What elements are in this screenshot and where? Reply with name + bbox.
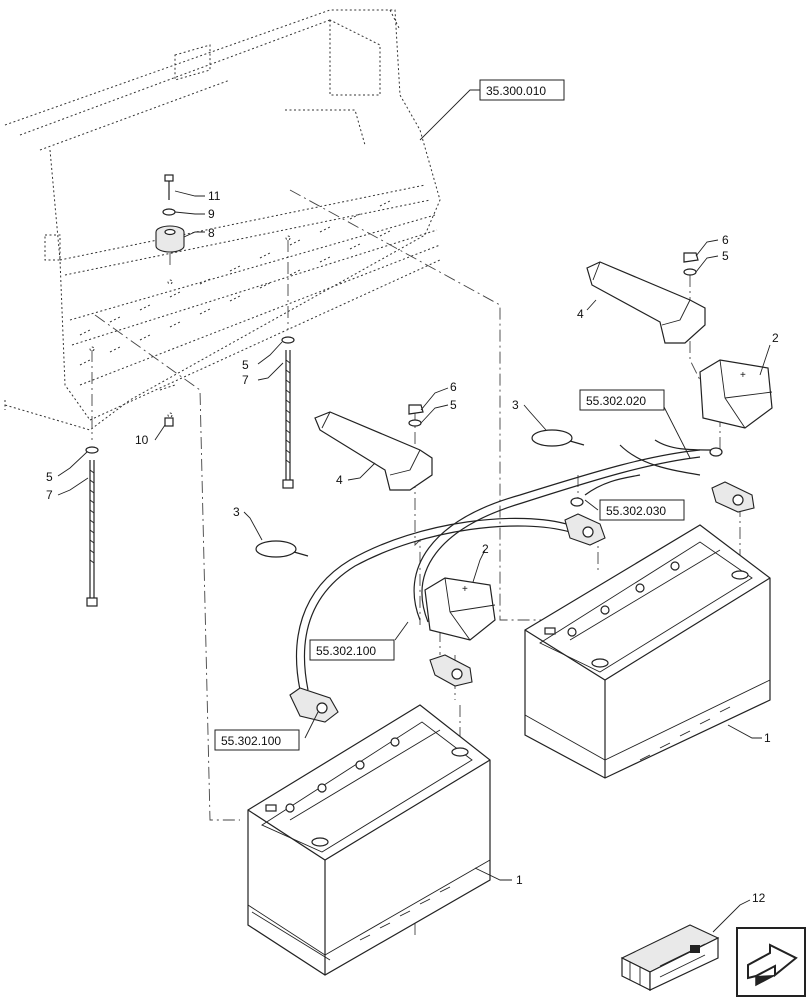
callout-5-rear: 5	[722, 249, 729, 263]
reference-55-302-100-upper[interactable]: 55.302.100	[309, 639, 395, 661]
callout-7-left: 7	[46, 488, 53, 502]
reference-35-300-010[interactable]: 35.300.010	[479, 79, 565, 101]
cable-tie-rear	[531, 429, 585, 447]
callout-7-rod: 7	[242, 373, 249, 387]
battery-front	[247, 704, 491, 976]
svg-text:55.302.100: 55.302.100	[316, 644, 376, 658]
svg-text:55.302.020: 55.302.020	[586, 394, 646, 408]
callout-9: 9	[208, 207, 215, 221]
crate-icon	[620, 924, 720, 991]
callout-10: 10	[135, 433, 149, 447]
terminal-cover-front: +	[424, 577, 496, 641]
callout-12: 12	[752, 891, 766, 905]
reference-55-302-020[interactable]: 55.302.020	[579, 389, 665, 411]
callout-4-rear: 4	[577, 307, 584, 321]
svg-text:+: +	[740, 370, 746, 381]
hold-down-bracket-front	[314, 411, 433, 491]
callout-8: 8	[208, 226, 215, 240]
callout-5-front: 5	[450, 398, 457, 412]
callout-5-rod: 5	[242, 358, 249, 372]
hold-down-bracket-rear	[586, 261, 706, 344]
callout-1-front: 1	[516, 873, 523, 887]
callout-3-rear: 3	[512, 398, 519, 412]
battery-frame-panel	[4, 9, 441, 431]
next-page-arrow-icon[interactable]	[736, 927, 806, 997]
reference-55-302-030[interactable]: 55.302.030	[599, 499, 685, 521]
leader-lines	[57, 89, 771, 933]
callout-5-left: 5	[46, 470, 53, 484]
battery-cables	[295, 439, 713, 691]
callout-numbers: 11 9 8 6 5 4 2 5 7 6 5 3 10 5 7 4 3 2 1 …	[46, 189, 779, 905]
battery-rear	[524, 524, 771, 779]
svg-text:35.300.010: 35.300.010	[486, 84, 546, 98]
callout-11: 11	[208, 189, 221, 203]
callout-1-rear: 1	[764, 731, 771, 745]
svg-text:55.302.100: 55.302.100	[221, 734, 281, 748]
svg-text:+: +	[462, 584, 468, 595]
svg-text:55.302.030: 55.302.030	[606, 504, 666, 518]
callout-6-rear: 6	[722, 233, 729, 247]
reference-55-302-100-lower[interactable]: 55.302.100	[214, 729, 300, 751]
callout-4-front: 4	[336, 473, 343, 487]
callout-2-front: 2	[482, 542, 489, 556]
terminal-cover-rear: +	[699, 359, 773, 429]
callout-2-rear: 2	[772, 331, 779, 345]
mounting-hardware	[85, 174, 699, 607]
callout-6-front: 6	[450, 380, 457, 394]
cable-tie-front	[255, 540, 309, 558]
callout-3-front: 3	[233, 505, 240, 519]
terminal-clamps	[289, 447, 755, 723]
